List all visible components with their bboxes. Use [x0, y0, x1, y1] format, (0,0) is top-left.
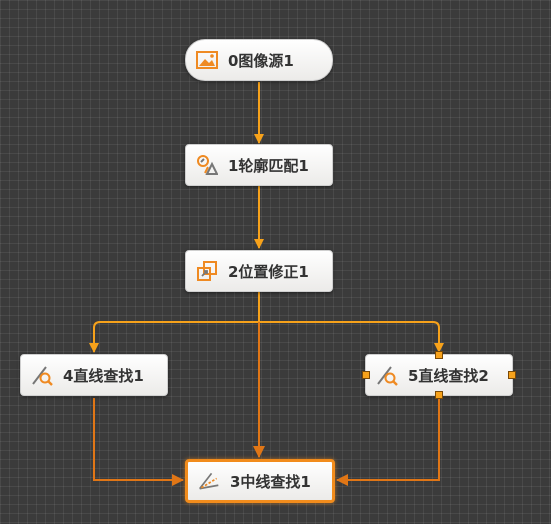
node-label: 3中线查找1 [230, 472, 311, 491]
node-line-find-2[interactable]: 5直线查找2 [362, 351, 516, 399]
node-line-find-1[interactable]: 4直线查找1 [20, 354, 168, 396]
wire-2-to-4[interactable] [89, 292, 260, 353]
node-label: 0图像源1 [228, 51, 294, 70]
node-label: 2位置修正1 [228, 262, 309, 281]
wire-4-to-3[interactable] [93, 398, 184, 486]
wire-2-to-5[interactable] [259, 321, 444, 353]
port-right[interactable] [508, 371, 516, 379]
image-icon [196, 49, 218, 71]
position-correction-icon [196, 260, 218, 282]
node-label: 1轮廓匹配1 [228, 156, 309, 175]
port-left[interactable] [362, 371, 370, 379]
node-label: 4直线查找1 [63, 366, 144, 385]
node-midline-find[interactable]: 3中线查找1 [185, 459, 335, 503]
midline-find-icon [198, 470, 220, 492]
node-contour-match[interactable]: 1轮廓匹配1 [185, 144, 333, 186]
input-port-top[interactable] [435, 351, 443, 359]
wire-5-to-3[interactable] [336, 398, 440, 486]
line-find-icon [376, 364, 398, 386]
node-label: 5直线查找2 [408, 366, 489, 385]
output-port-bottom[interactable] [435, 391, 443, 399]
node-image-source[interactable]: 0图像源1 [185, 39, 333, 81]
contour-match-icon [196, 154, 218, 176]
node-position-correction[interactable]: 2位置修正1 [185, 250, 333, 292]
line-find-icon [31, 364, 53, 386]
